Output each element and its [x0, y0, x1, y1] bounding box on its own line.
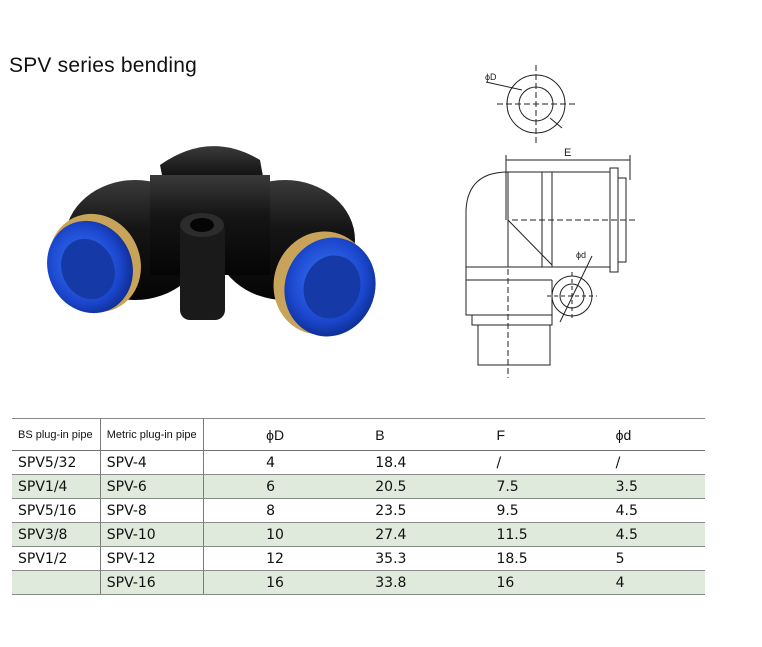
cell-f: /: [490, 450, 610, 475]
cell-bs: SPV1/4: [12, 474, 101, 499]
cell-phi-d-upper: 10: [203, 522, 370, 547]
cell-f: 16: [490, 570, 610, 595]
technical-drawing: ϕD E ϕd: [465, 65, 638, 378]
cell-f: 18.5: [490, 546, 610, 571]
cell-f: 11.5: [490, 522, 610, 547]
cell-phi-d-upper: 16: [203, 570, 370, 595]
cell-metric: SPV-10: [100, 522, 205, 547]
cell-b: 20.5: [369, 474, 491, 499]
fitting-photo: [47, 146, 376, 337]
cell-bs: SPV5/32: [12, 450, 101, 475]
table-row: SPV1/4 SPV-6 6 20.5 7.5 3.5: [12, 474, 705, 499]
cell-b: 33.8: [369, 570, 491, 595]
cell-phi-d-upper: 8: [203, 498, 370, 523]
cell-phi-d-lower: 3.5: [609, 474, 705, 499]
cell-bs: SPV3/8: [12, 522, 101, 547]
specs-table: BS plug-in pipe Metric plug-in pipe ϕD B…: [12, 418, 705, 595]
cell-metric: SPV-6: [100, 474, 205, 499]
cell-f: 7.5: [490, 474, 610, 499]
table-header-row: BS plug-in pipe Metric plug-in pipe ϕD B…: [12, 418, 705, 451]
cell-metric: SPV-12: [100, 546, 205, 571]
table-row: SPV-16 16 33.8 16 4: [12, 570, 705, 595]
dim-d-lower-label: ϕd: [576, 250, 586, 260]
cell-metric: SPV-16: [100, 570, 205, 595]
cell-f: 9.5: [490, 498, 610, 523]
cell-phi-d-upper: 12: [203, 546, 370, 571]
cell-phi-d-lower: 4.5: [609, 498, 705, 523]
table-row: SPV5/16 SPV-8 8 23.5 9.5 4.5: [12, 498, 705, 523]
cell-phi-d-upper: 6: [203, 474, 370, 499]
dim-d-upper-label: ϕD: [485, 72, 497, 82]
table-row: SPV3/8 SPV-10 10 27.4 11.5 4.5: [12, 522, 705, 547]
page-title: SPV series bending: [9, 54, 198, 77]
cell-phi-d-lower: 5: [609, 546, 705, 571]
header-f: F: [490, 418, 610, 451]
cell-b: 35.3: [369, 546, 491, 571]
header-bs-pipe: BS plug-in pipe: [12, 418, 101, 451]
table-row: SPV5/32 SPV-4 4 18.4 / /: [12, 450, 705, 475]
cell-phi-d-lower: /: [609, 450, 705, 475]
cell-phi-d-lower: 4: [609, 570, 705, 595]
header-phi-d-upper: ϕD: [203, 418, 370, 451]
dim-e-label: E: [564, 147, 571, 159]
header-metric-pipe: Metric plug-in pipe: [100, 418, 205, 451]
cell-bs: [12, 570, 101, 595]
cell-bs: SPV1/2: [12, 546, 101, 571]
cell-bs: SPV5/16: [12, 498, 101, 523]
header-phi-d-lower: ϕd: [609, 418, 705, 451]
cell-b: 27.4: [369, 522, 491, 547]
cell-phi-d-lower: 4.5: [609, 522, 705, 547]
header-b: B: [369, 418, 491, 451]
cell-metric: SPV-8: [100, 498, 205, 523]
cell-phi-d-upper: 4: [203, 450, 370, 475]
cell-b: 23.5: [369, 498, 491, 523]
table-row: SPV1/2 SPV-12 12 35.3 18.5 5: [12, 546, 705, 571]
cell-b: 18.4: [369, 450, 491, 475]
cell-metric: SPV-4: [100, 450, 205, 475]
